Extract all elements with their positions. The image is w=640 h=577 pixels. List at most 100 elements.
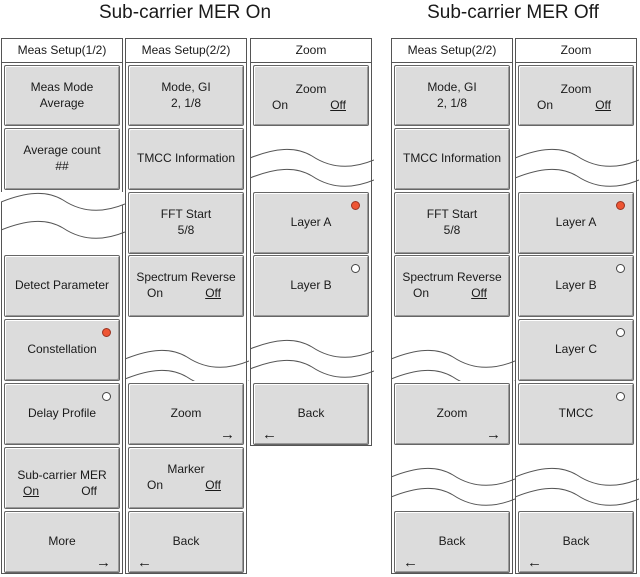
menu-meas-setup-2-off: Meas Setup(2/2) Mode, GI 2, 1/8 TMCC Inf… [391,38,515,574]
zoom-toggle[interactable]: Zoom On Off [518,65,634,126]
omission-gap [515,128,639,190]
tmcc-button[interactable]: TMCC [518,383,634,445]
menu-meas-setup-2: Meas Setup(2/2) Mode, GI 2, 1/8 TMCC Inf… [125,38,249,574]
button-label: Delay Profile [27,406,97,420]
omission-gap [391,447,515,509]
button-label: Layer A [290,215,332,229]
back-button[interactable]: Back ← [128,511,244,573]
unselected-indicator-icon [616,328,625,337]
back-button[interactable]: Back ← [394,511,510,573]
tmcc-information-button[interactable]: TMCC Information [128,128,244,190]
button-label: TMCC Information [136,151,236,165]
delay-profile-button[interactable]: Delay Profile [4,383,120,445]
button-label: Zoom [170,406,202,420]
toggle-on-option: On [272,98,289,112]
toggle-off-option: Off [595,98,611,112]
selected-indicator-icon [351,201,360,210]
back-button[interactable]: Back ← [518,511,634,573]
toggle-on-option: On [147,286,164,300]
button-value: Average [39,96,85,110]
button-label: Spectrum Reverse [402,270,502,284]
button-label: Zoom [295,82,327,96]
unselected-indicator-icon [616,392,625,401]
button-label: Layer A [555,215,597,229]
button-label: FFT Start [160,207,212,221]
menu-header: Meas Setup(1/2) [2,39,122,63]
zoom-toggle[interactable]: Zoom On Off [253,65,369,126]
toggle-on-option: On [537,98,554,112]
unselected-indicator-icon [616,264,625,273]
layer-c-button[interactable]: Layer C [518,319,634,381]
layer-b-button[interactable]: Layer B [253,255,369,317]
button-label: Back [438,534,466,548]
omission-gap [250,128,374,190]
left-arrow-icon: ← [527,554,542,571]
selected-indicator-icon [102,328,111,337]
layer-a-button[interactable]: Layer A [253,192,369,254]
mode-gi-button[interactable]: Mode, GI 2, 1/8 [128,65,244,126]
unselected-indicator-icon [102,392,111,401]
button-label: Back [172,534,200,548]
button-value: 5/8 [177,223,195,237]
menu-zoom-on: Zoom Zoom On Off Layer A Layer B Back ← [250,38,374,446]
menu-header: Zoom [251,39,371,63]
toggle-on-option: On [23,484,40,498]
zoom-button[interactable]: Zoom → [394,383,510,445]
button-label: Spectrum Reverse [136,270,236,284]
button-label: Detect Parameter [14,278,110,292]
back-button[interactable]: Back ← [253,383,369,445]
left-arrow-icon: ← [262,426,277,443]
zoom-button[interactable]: Zoom → [128,383,244,445]
tmcc-information-button[interactable]: TMCC Information [394,128,510,190]
button-label: Layer C [554,342,598,356]
button-label: Layer B [290,278,332,292]
menu-header: Meas Setup(2/2) [126,39,246,63]
button-label: Constellation [27,342,97,356]
more-button[interactable]: More → [4,511,120,573]
spectrum-reverse-toggle[interactable]: Spectrum Reverse On Off [394,255,510,317]
fft-start-button[interactable]: FFT Start 5/8 [394,192,510,254]
toggle-off-option: Off [205,286,221,300]
button-label: Marker [167,462,205,476]
button-value: 2, 1/8 [436,96,468,110]
button-label: TMCC [558,406,594,420]
button-value: ## [55,159,69,173]
constellation-button[interactable]: Constellation [4,319,120,381]
mode-gi-button[interactable]: Mode, GI 2, 1/8 [394,65,510,126]
button-label: TMCC Information [402,151,502,165]
button-value: 2, 1/8 [170,96,202,110]
button-value: 5/8 [443,223,461,237]
left-arrow-icon: ← [403,554,418,571]
omission-gap [515,447,639,509]
fft-start-button[interactable]: FFT Start 5/8 [128,192,244,254]
average-count-button[interactable]: Average count ## [4,128,120,190]
spectrum-reverse-toggle[interactable]: Spectrum Reverse On Off [128,255,244,317]
subcarrier-mer-toggle[interactable]: Sub-carrier MER On Off [4,447,120,509]
selected-indicator-icon [616,201,625,210]
marker-toggle[interactable]: Marker On Off [128,447,244,509]
toggle-on-option: On [413,286,430,300]
button-label: Back [562,534,590,548]
toggle-off-option: Off [471,286,487,300]
button-label: Layer B [555,278,597,292]
menu-meas-setup-1: Meas Setup(1/2) Meas Mode Average Averag… [1,38,125,574]
layer-b-button[interactable]: Layer B [518,255,634,317]
detect-parameter-button[interactable]: Detect Parameter [4,255,120,317]
omission-gap [391,321,515,381]
button-label: Meas Mode [30,80,94,94]
button-label: Zoom [560,82,592,96]
omission-gap [250,319,374,381]
button-label: Back [297,406,325,420]
button-label: FFT Start [426,207,478,221]
layer-a-button[interactable]: Layer A [518,192,634,254]
toggle-off-option: Off [81,484,97,498]
button-label: Zoom [436,406,468,420]
title-subcarrier-mer-on: Sub-carrier MER On [98,2,272,23]
toggle-off-option: Off [205,478,221,492]
toggle-off-option: Off [330,98,346,112]
button-label: More [48,534,76,548]
meas-mode-button[interactable]: Meas Mode Average [4,65,120,126]
button-label: Sub-carrier MER [17,468,107,482]
right-arrow-icon: → [220,426,235,443]
menu-header: Meas Setup(2/2) [392,39,512,63]
